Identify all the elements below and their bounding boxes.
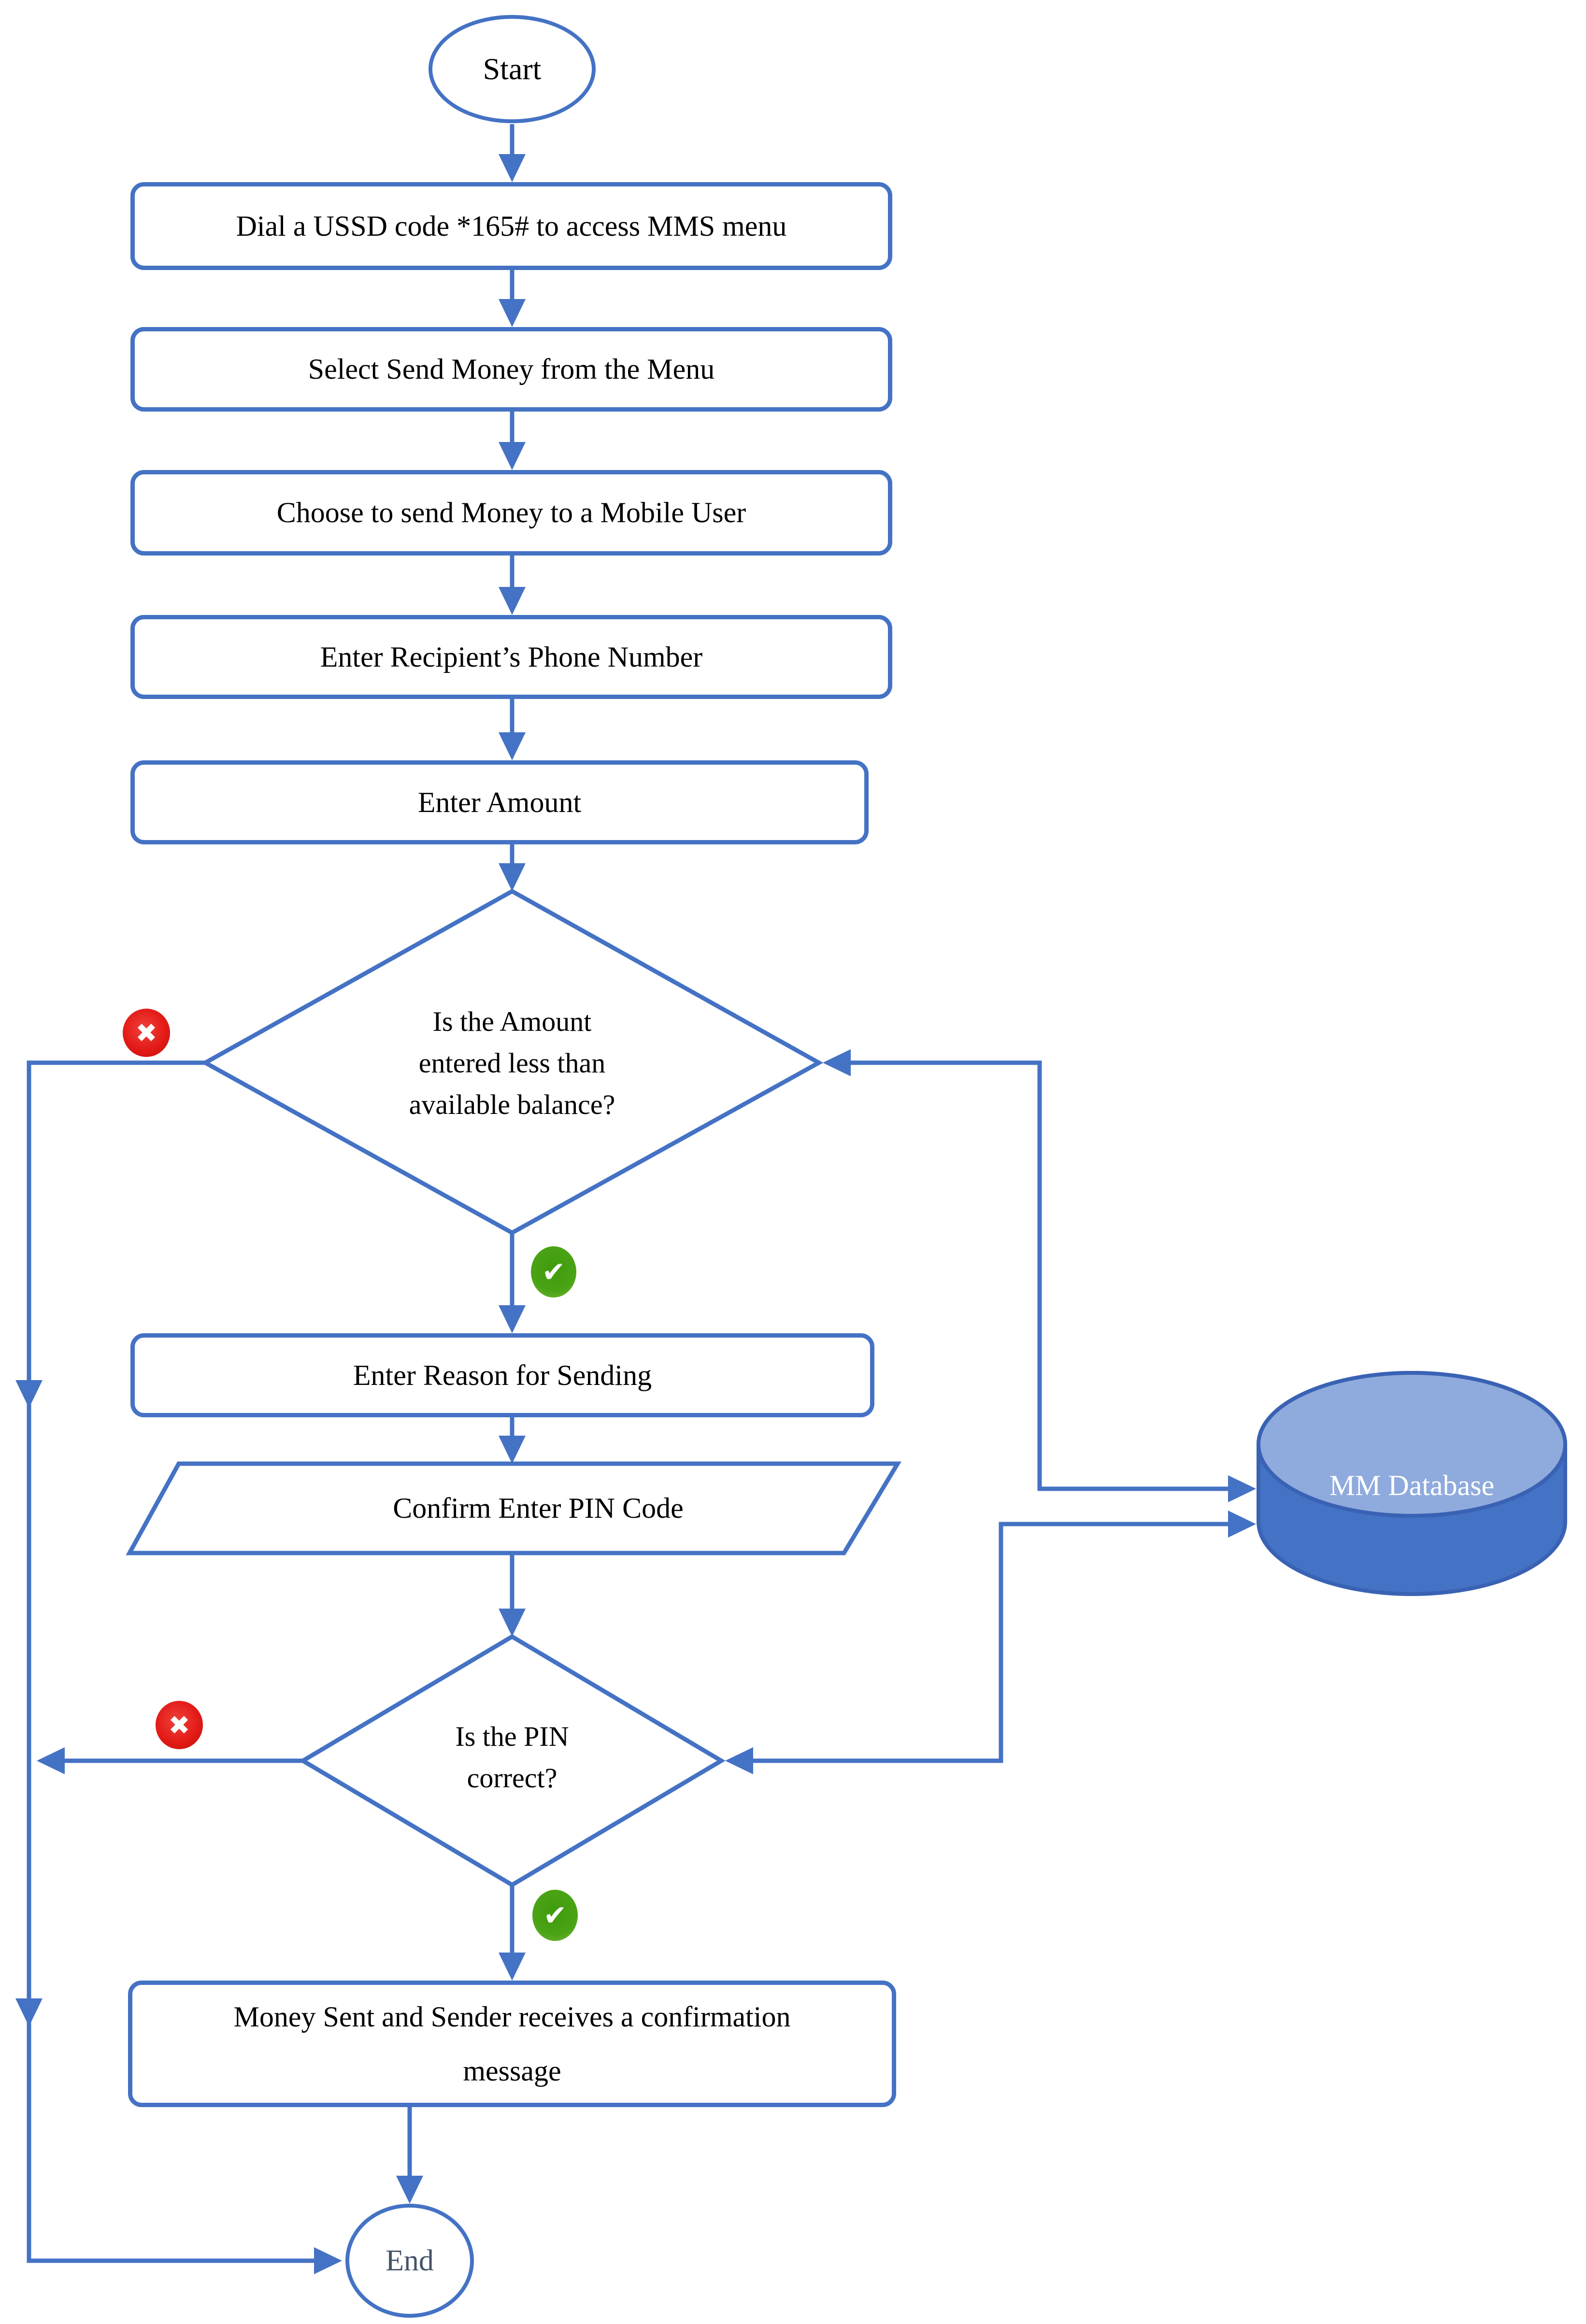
process-choose-mobile-user: Choose to send Money to a Mobile User [130, 470, 892, 556]
database-text: MM Database [1329, 1469, 1495, 1501]
process-enter-reason: Enter Reason for Sending [130, 1333, 874, 1417]
decision-amount-no-icon-tile: ✖ [119, 1006, 174, 1060]
arrowhead-down [15, 1380, 43, 1408]
decision-pin-shape [299, 1634, 726, 1888]
process-enter-amount: Enter Amount [130, 760, 869, 844]
edge-line [27, 1060, 314, 2263]
start-terminator: Start [429, 15, 596, 123]
decision-pin-label: Is the PIN correct? [319, 1716, 705, 1799]
edge-select-choose [499, 412, 526, 470]
process-enter-phone: Enter Recipient’s Phone Number [130, 615, 892, 699]
decision-amount-line3: available balance? [409, 1089, 615, 1120]
edge-phone-amount [499, 699, 526, 760]
edge-line [849, 1060, 1229, 1491]
arrowhead-down [396, 2176, 423, 2204]
decision-amount-line1: Is the Amount [432, 1006, 592, 1037]
confirm-pin-shape [126, 1461, 901, 1555]
process-money-sent-line2: message [463, 2055, 561, 2087]
edge-choose-phone [499, 556, 526, 615]
arrowhead-down [499, 1609, 526, 1637]
arrowhead-down [499, 863, 526, 891]
process-enter-phone-label: Enter Recipient’s Phone Number [320, 641, 703, 673]
arrowhead-down [499, 299, 526, 327]
arrowhead-down [15, 1998, 43, 2026]
edge-decision-pin-database [725, 1511, 1256, 1774]
check-glyph: ✔ [543, 1898, 567, 1932]
database-label: MM Database [1258, 1406, 1565, 1565]
edge-confirmpin-decisionpin [499, 1554, 526, 1637]
decision-pin-line2: correct? [467, 1762, 557, 1794]
arrowhead-down [499, 1436, 526, 1464]
cross-icon: ✖ [123, 1009, 170, 1057]
edge-decision-amount-database [823, 1049, 1256, 1502]
arrowhead-down [499, 154, 526, 182]
database-top [1257, 1371, 1567, 1518]
edge-start-dial [499, 124, 526, 182]
cross-glyph: ✖ [168, 1710, 190, 1740]
arrowhead-down [499, 587, 526, 615]
arrowhead-left [37, 1747, 65, 1774]
arrowhead-down [499, 1305, 526, 1333]
process-choose-mobile-user-label: Choose to send Money to a Mobile User [276, 497, 746, 528]
decision-amount-shape [200, 888, 824, 1236]
arrowhead-right [1228, 1511, 1256, 1538]
arrowhead-left [725, 1747, 753, 1774]
start-label: Start [483, 52, 542, 86]
decision-amount-yes-icon-tile: ✔ [524, 1241, 583, 1302]
process-dial-ussd-label: Dial a USSD code *165# to access MMS men… [236, 210, 787, 242]
edge-decision-amount-yes [499, 1233, 526, 1333]
decision-pin-line1: Is the PIN [455, 1721, 569, 1752]
edge-dial-select [499, 270, 526, 327]
decision-pin-no-icon-tile: ✖ [151, 1697, 207, 1754]
process-enter-reason-label: Enter Reason for Sending [353, 1359, 652, 1391]
arrowhead-down [499, 732, 526, 760]
check-icon: ✔ [531, 1246, 576, 1297]
edge-money-end [396, 2107, 423, 2204]
edge-reason-confirmpin [499, 1417, 526, 1464]
edge-amount-decision [499, 844, 526, 891]
edge-decision-pin-no [37, 1747, 303, 1774]
check-icon: ✔ [532, 1889, 578, 1941]
process-dial-ussd: Dial a USSD code *165# to access MMS men… [130, 182, 892, 270]
decision-pin-yes-icon-tile: ✔ [525, 1883, 586, 1947]
arrowhead-left [823, 1049, 851, 1076]
confirm-pin-text: Confirm Enter PIN Code [393, 1492, 684, 1524]
edge-decision-pin-yes [499, 1886, 526, 1981]
process-money-sent: Money Sent and Sender receives a confirm… [128, 1981, 896, 2107]
arrowhead-down [499, 1953, 526, 1981]
database-cylinder [1257, 1371, 1567, 1596]
confirm-pin-label: Confirm Enter PIN Code [179, 1464, 898, 1553]
arrowhead-down [499, 442, 526, 470]
decision-amount-label: Is the Amount entered less than availabl… [271, 1001, 754, 1126]
end-terminator: End [345, 2204, 474, 2318]
arrowhead-right [1228, 1475, 1256, 1502]
cross-glyph: ✖ [135, 1017, 157, 1048]
decision-amount-line2: entered less than [418, 1047, 606, 1079]
process-select-send-money: Select Send Money from the Menu [130, 327, 892, 412]
cross-icon: ✖ [156, 1701, 203, 1749]
edge-decision-amount-no-loop [15, 1060, 342, 2274]
process-enter-amount-label: Enter Amount [417, 786, 582, 818]
process-money-sent-line1: Money Sent and Sender receives a confirm… [233, 2001, 791, 2033]
process-select-send-money-label: Select Send Money from the Menu [308, 353, 715, 385]
edge-line [752, 1522, 1229, 1763]
arrowhead-right [314, 2247, 342, 2274]
end-label: End [386, 2244, 434, 2277]
check-glyph: ✔ [542, 1255, 566, 1288]
